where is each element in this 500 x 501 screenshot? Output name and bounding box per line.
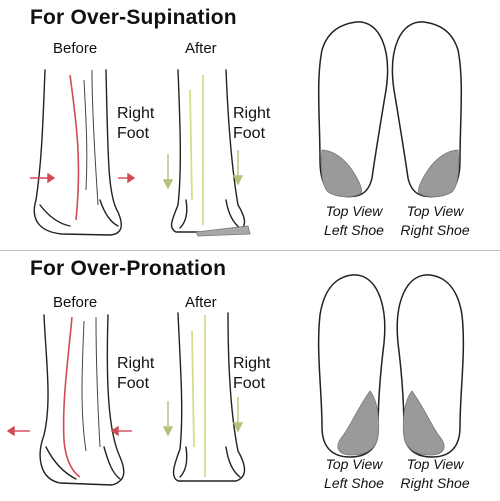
foot-label-after: Right Foot: [233, 355, 271, 392]
left-shoe-insert-icon: [337, 390, 380, 456]
before-tendons: [81, 316, 101, 452]
foot-label-before: Right Foot: [117, 105, 155, 142]
after-yellow-line: [191, 315, 206, 477]
right-shoe-caption: Top View Right Shoe: [400, 456, 470, 491]
before-label: Before: [53, 40, 98, 57]
supination-panel: For Over-Supination: [0, 0, 500, 250]
support-arrow-icon: [162, 150, 244, 190]
supination-illustration: [30, 21, 463, 237]
before-leg-icon: [39, 314, 125, 486]
pronation-panel: For Over-Pronation: [0, 251, 500, 501]
panel-title: For Over-Supination: [30, 6, 237, 29]
support-arrow-icon: [162, 397, 244, 437]
before-label: Before: [53, 294, 98, 311]
before-red-line: [62, 316, 81, 478]
left-shoe-outline-icon: [317, 274, 386, 458]
pronation-illustration: [6, 274, 465, 486]
foot-label-after: Right Foot: [233, 105, 271, 142]
panel-title: For Over-Pronation: [30, 257, 227, 280]
after-yellow-line: [189, 75, 204, 225]
before-tendons: [83, 69, 99, 206]
after-leg-icon: [172, 312, 246, 482]
after-label: After: [185, 294, 217, 311]
right-shoe-outline-icon: [396, 274, 465, 458]
after-insert-icon: [195, 225, 251, 237]
left-shoe-insert-icon: [320, 149, 362, 198]
left-shoe-caption: Top View Left Shoe: [324, 456, 384, 491]
pressure-arrow-icon: [30, 172, 136, 184]
right-shoe-insert-icon: [402, 390, 445, 456]
section-divider: [0, 250, 500, 251]
after-label: After: [185, 40, 217, 57]
after-leg-icon: [170, 69, 246, 233]
right-shoe-caption: Top View Right Shoe: [400, 203, 470, 238]
left-shoe-caption: Top View Left Shoe: [324, 203, 384, 238]
right-shoe-insert-icon: [418, 149, 460, 198]
before-red-line: [69, 74, 80, 221]
foot-label-before: Right Foot: [117, 355, 155, 392]
pressure-arrow-icon: [6, 425, 132, 437]
before-leg-icon: [33, 69, 122, 236]
